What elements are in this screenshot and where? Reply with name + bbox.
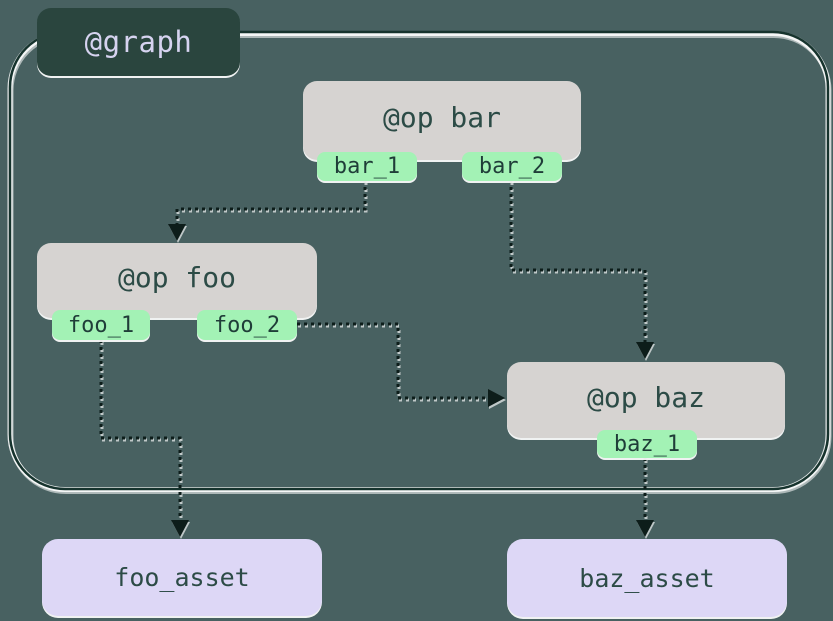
- output-tab-foo-1[interactable]: foo_1: [52, 310, 150, 340]
- output-tab-bar-1[interactable]: bar_1: [317, 152, 417, 181]
- graph-badge-label: @graph: [84, 25, 193, 59]
- graph-badge[interactable]: @graph: [37, 8, 240, 76]
- edge-foo2-to-baz: [297, 322, 488, 400]
- edge-bar2-to-baz: [509, 180, 647, 342]
- op-node-bar[interactable]: @op bar: [303, 81, 581, 160]
- output-tab-foo-2[interactable]: foo_2: [197, 310, 297, 340]
- op-node-baz[interactable]: @op baz: [507, 362, 785, 438]
- asset-foo-label: foo_asset: [114, 563, 250, 592]
- op-baz-label: @op baz: [586, 380, 705, 414]
- op-bar-label: @op bar: [382, 101, 501, 134]
- graph-boundary: [8, 30, 830, 491]
- asset-node-baz-asset[interactable]: baz_asset: [507, 539, 787, 617]
- edge-foo2-to-baz-arrowhead-icon: [488, 389, 505, 407]
- output-tab-baz-1[interactable]: baz_1: [597, 430, 697, 458]
- edge-bar1-to-foo: [175, 180, 367, 224]
- asset-node-foo-asset[interactable]: foo_asset: [42, 539, 322, 616]
- edge-bar1-to-foo-arrowhead-icon: [168, 224, 186, 241]
- edge-bar2-to-baz-arrowhead-icon: [636, 342, 654, 359]
- edge-foo1-to-foo-asset: [99, 340, 182, 520]
- output-tab-foo-2-label: foo_2: [213, 312, 281, 338]
- output-tab-foo-1-label: foo_1: [67, 312, 135, 338]
- edge-baz1-to-baz-asset-arrowhead-icon: [636, 520, 654, 537]
- output-tab-bar-2[interactable]: bar_2: [462, 152, 562, 181]
- output-tab-bar-2-label: bar_2: [478, 154, 546, 179]
- output-tab-baz-1-label: baz_1: [613, 431, 681, 457]
- edge-foo1-to-foo-asset-arrowhead-icon: [171, 520, 189, 537]
- output-tab-bar-1-label: bar_1: [333, 154, 401, 179]
- asset-baz-label: baz_asset: [579, 563, 715, 593]
- op-node-foo[interactable]: @op foo: [37, 243, 317, 318]
- op-foo-label: @op foo: [117, 261, 236, 294]
